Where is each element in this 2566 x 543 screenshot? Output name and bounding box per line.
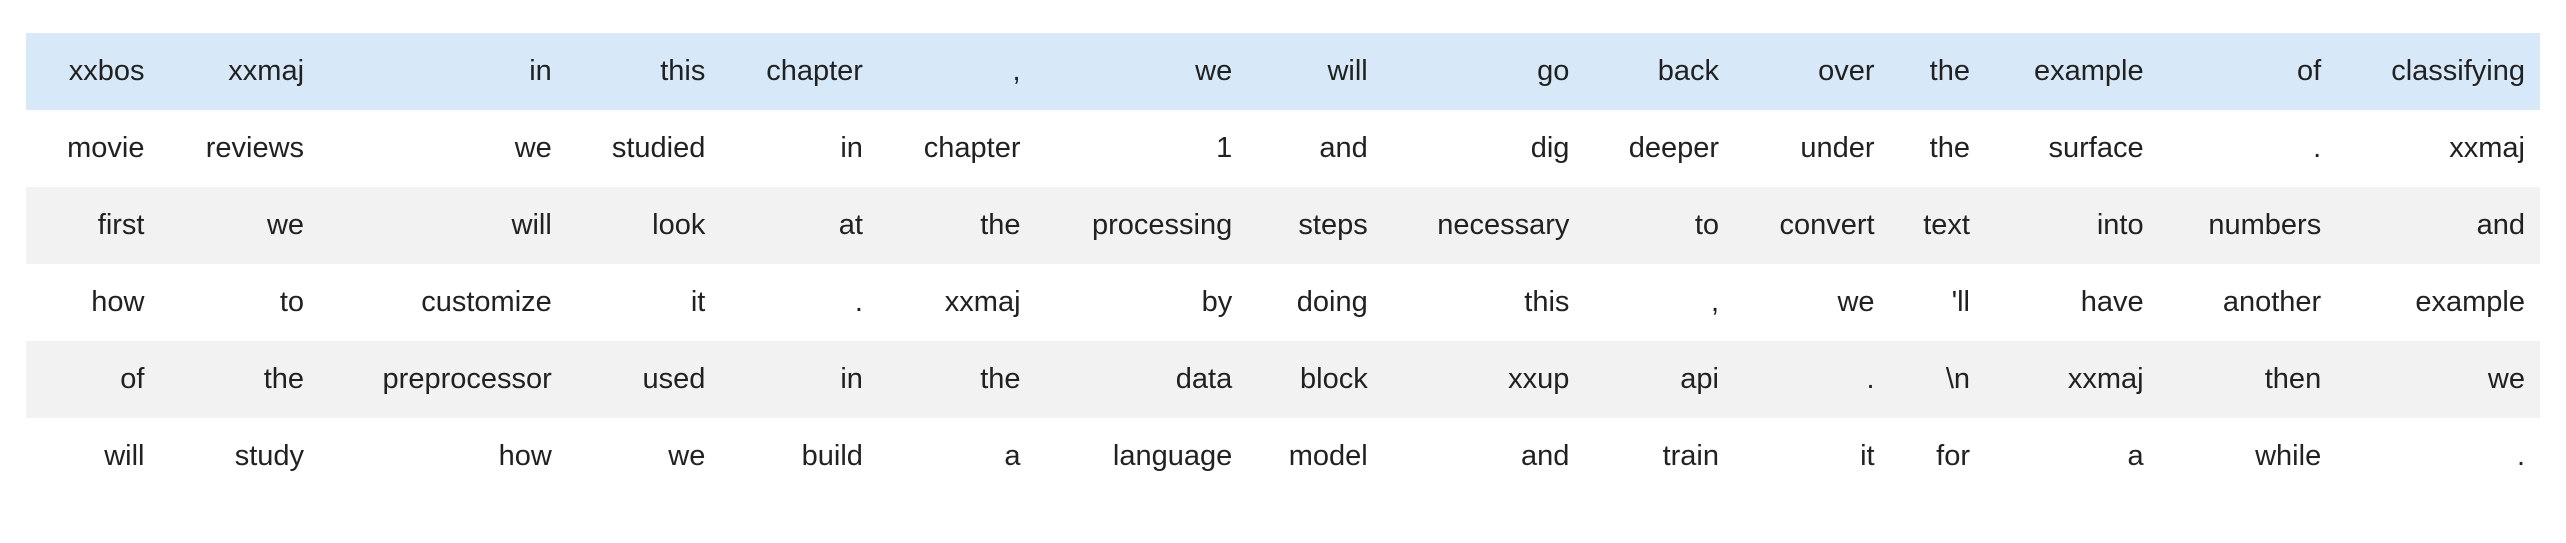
token-cell: go [1382, 33, 1585, 110]
token-cell: of [2158, 33, 2337, 110]
token-cell: build [720, 418, 878, 495]
token-cell: language [1035, 418, 1248, 495]
token-cell: how [319, 418, 567, 495]
token-cell: . [2336, 418, 2540, 495]
token-cell: the [877, 187, 1036, 264]
token-cell: movie [26, 110, 160, 187]
token-cell: first [26, 187, 160, 264]
token-cell: . [1734, 341, 1890, 418]
token-cell: back [1584, 33, 1734, 110]
token-cell: to [159, 264, 320, 341]
token-cell: train [1584, 418, 1734, 495]
token-cell: \n [1889, 341, 1985, 418]
token-cell: in [319, 33, 567, 110]
token-cell: and [1247, 110, 1383, 187]
token-cell: by [1035, 264, 1248, 341]
token-cell: xxmaj [877, 264, 1036, 341]
token-cell: . [2158, 110, 2337, 187]
token-cell: of [26, 341, 160, 418]
token-cell: we [1734, 264, 1890, 341]
token-cell: doing [1247, 264, 1383, 341]
token-cell: and [2336, 187, 2540, 264]
token-cell: for [1889, 418, 1985, 495]
token-cell: will [1247, 33, 1383, 110]
token-cell: customize [319, 264, 567, 341]
token-cell: studied [566, 110, 721, 187]
token-cell: text [1889, 187, 1985, 264]
token-cell: surface [1985, 110, 2159, 187]
token-cell: a [877, 418, 1036, 495]
token-cell: we [2336, 341, 2540, 418]
token-cell: xxbos [26, 33, 160, 110]
token-cell: look [566, 187, 721, 264]
token-cell: it [566, 264, 721, 341]
token-cell: the [1889, 110, 1985, 187]
token-cell: a [1985, 418, 2159, 495]
token-cell: preprocessor [319, 341, 567, 418]
token-cell: we [319, 110, 567, 187]
token-cell: api [1584, 341, 1734, 418]
token-cell: in [720, 341, 878, 418]
token-cell: block [1247, 341, 1383, 418]
token-cell: data [1035, 341, 1248, 418]
token-cell: and [1382, 418, 1585, 495]
token-cell: example [2336, 264, 2540, 341]
token-cell: the [877, 341, 1036, 418]
token-cell: into [1985, 187, 2159, 264]
token-cell: used [566, 341, 721, 418]
token-cell: dig [1382, 110, 1585, 187]
token-cell: 'll [1889, 264, 1985, 341]
token-cell: we [566, 418, 721, 495]
token-cell: convert [1734, 187, 1890, 264]
token-cell: , [877, 33, 1036, 110]
token-cell: this [1382, 264, 1585, 341]
token-cell: in [720, 110, 878, 187]
token-cell: will [319, 187, 567, 264]
token-cell: how [26, 264, 160, 341]
token-cell: model [1247, 418, 1383, 495]
token-cell: have [1985, 264, 2159, 341]
token-cell: xxmaj [159, 33, 320, 110]
token-cell: we [159, 187, 320, 264]
token-cell: numbers [2158, 187, 2337, 264]
token-cell: then [2158, 341, 2337, 418]
token-cell: xxup [1382, 341, 1585, 418]
token-cell: , [1584, 264, 1734, 341]
token-cell: steps [1247, 187, 1383, 264]
token-cell: deeper [1584, 110, 1734, 187]
token-cell: classifying [2336, 33, 2540, 110]
token-cell: over [1734, 33, 1890, 110]
token-cell: . [720, 264, 878, 341]
token-cell: to [1584, 187, 1734, 264]
token-cell: example [1985, 33, 2159, 110]
token-cell: at [720, 187, 878, 264]
token-cell: processing [1035, 187, 1248, 264]
token-cell: another [2158, 264, 2337, 341]
token-cell: 1 [1035, 110, 1248, 187]
token-cell: xxmaj [2336, 110, 2540, 187]
token-cell: reviews [159, 110, 320, 187]
token-cell: the [1889, 33, 1985, 110]
token-cell: we [1035, 33, 1248, 110]
token-cell: the [159, 341, 320, 418]
token-cell: will [26, 418, 160, 495]
token-cell: under [1734, 110, 1890, 187]
token-cell: this [566, 33, 721, 110]
token-cell: while [2158, 418, 2337, 495]
token-cell: chapter [877, 110, 1036, 187]
token-cell: chapter [720, 33, 878, 110]
token-cell: it [1734, 418, 1890, 495]
token-cell: necessary [1382, 187, 1585, 264]
token-cell: xxmaj [1985, 341, 2159, 418]
token-cell: study [159, 418, 320, 495]
